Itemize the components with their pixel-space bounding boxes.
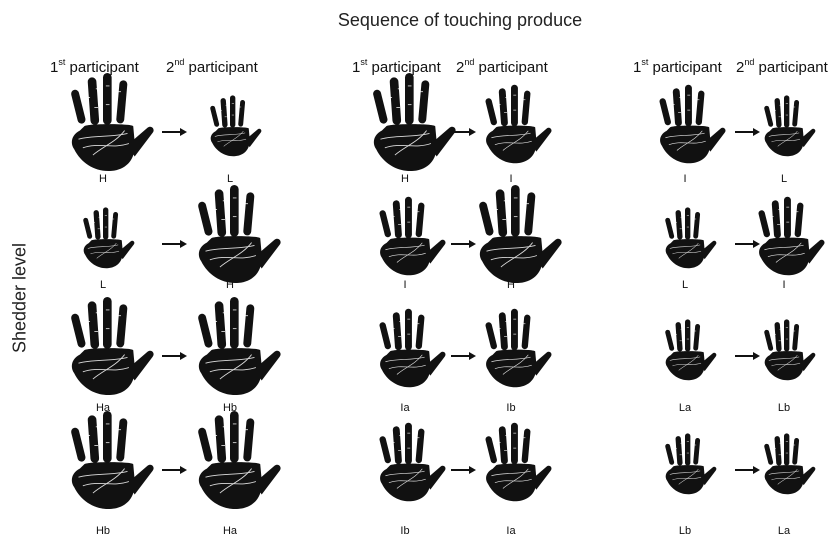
shedder-level-label: L [781, 173, 787, 185]
hand-icon [404, 131, 406, 133]
header-first-participant: 1st participant [352, 58, 441, 76]
shedder-level-label: Ib [400, 525, 409, 537]
right-arrow-icon [162, 127, 187, 137]
right-arrow-icon [451, 465, 476, 475]
hand-icon [510, 131, 512, 133]
shedder-level-label: I [782, 279, 785, 291]
hand-icon [404, 469, 406, 471]
header-second-participant: 2nd participant [166, 58, 258, 76]
shedder-level-label: H [507, 279, 515, 291]
right-arrow-icon [451, 127, 476, 137]
right-arrow-icon [451, 239, 476, 249]
hand-icon [229, 355, 231, 357]
shedder-level-label: L [227, 173, 233, 185]
shedder-level-label: L [100, 279, 106, 291]
hand-icon [783, 243, 785, 245]
hand-icon [684, 469, 686, 471]
shedder-level-label: I [509, 173, 512, 185]
diagram-title: Sequence of touching produce [250, 10, 670, 31]
shedder-level-label: La [778, 525, 790, 537]
shedder-level-label: Lb [778, 402, 790, 414]
shedder-level-label: H [401, 173, 409, 185]
hand-icon [684, 243, 686, 245]
header-second-participant: 2nd participant [456, 58, 548, 76]
header-first-participant: 1st participant [50, 58, 139, 76]
hand-icon [783, 131, 785, 133]
shedder-level-label: Hb [96, 525, 110, 537]
shedder-level-label: L [682, 279, 688, 291]
shedder-level-label: Lb [679, 525, 691, 537]
hand-icon [102, 131, 104, 133]
hand-icon [229, 469, 231, 471]
y-axis-label: Shedder level [10, 243, 31, 353]
shedder-level-label: La [679, 402, 691, 414]
hand-icon [102, 355, 104, 357]
shedder-level-label: Ia [400, 402, 409, 414]
hand-icon [510, 243, 512, 245]
hand-icon [229, 243, 231, 245]
shedder-level-label: H [99, 173, 107, 185]
hand-icon [684, 355, 686, 357]
right-arrow-icon [735, 239, 760, 249]
right-arrow-icon [735, 127, 760, 137]
hand-icon [783, 355, 785, 357]
hand-icon [404, 355, 406, 357]
hand-icon [783, 469, 785, 471]
hand-icon [684, 131, 686, 133]
right-arrow-icon [735, 465, 760, 475]
header-first-participant: 1st participant [633, 58, 722, 76]
right-arrow-icon [162, 351, 187, 361]
shedder-level-label: H [226, 279, 234, 291]
header-second-participant: 2nd participant [736, 58, 828, 76]
shedder-level-label: Ia [506, 525, 515, 537]
right-arrow-icon [451, 351, 476, 361]
hand-icon [510, 355, 512, 357]
hand-icon [102, 469, 104, 471]
hand-icon [102, 243, 104, 245]
right-arrow-icon [162, 465, 187, 475]
right-arrow-icon [162, 239, 187, 249]
hand-icon [510, 469, 512, 471]
shedder-level-label: Ib [506, 402, 515, 414]
hand-icon [404, 243, 406, 245]
right-arrow-icon [735, 351, 760, 361]
shedder-level-label: I [403, 279, 406, 291]
shedder-level-label: Ha [223, 525, 237, 537]
shedder-level-label: I [683, 173, 686, 185]
hand-icon [229, 131, 231, 133]
